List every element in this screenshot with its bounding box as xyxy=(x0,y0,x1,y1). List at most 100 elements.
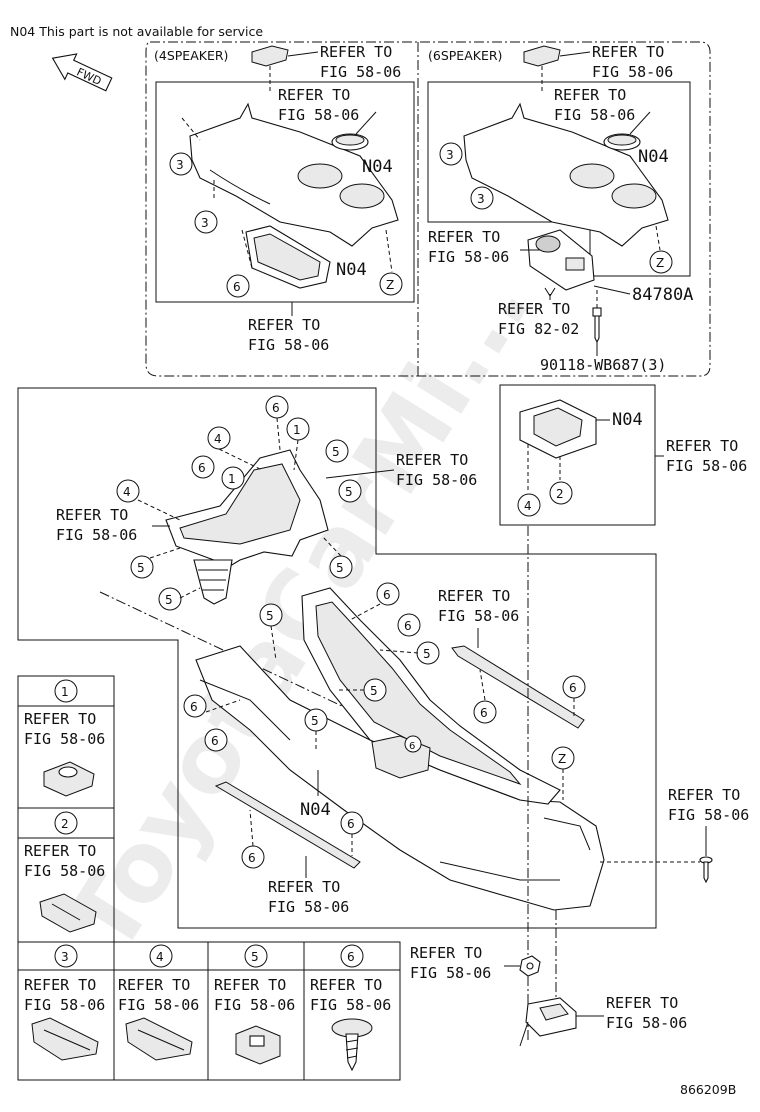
refer-fig: FIG 58-06 xyxy=(320,63,401,81)
refer-fig: FIG 58-06 xyxy=(396,471,477,489)
svg-text:2: 2 xyxy=(61,817,69,831)
refer-label: REFER TO xyxy=(606,994,678,1012)
svg-text:FIG 58-06: FIG 58-06 xyxy=(214,996,295,1014)
svg-text:FWD: FWD xyxy=(75,65,104,88)
callout-6 xyxy=(397,613,421,637)
callout-3-num: 3 xyxy=(201,216,209,230)
callout-4-num: 4 xyxy=(123,485,131,499)
callout-6-num: 6 xyxy=(198,461,206,475)
callout-z-letter: Z xyxy=(656,256,664,270)
callout-3 xyxy=(470,186,494,210)
n04-label: N04 xyxy=(612,410,643,430)
legend-table xyxy=(17,675,401,1081)
svg-text:3: 3 xyxy=(61,950,69,964)
n04-label: N04 xyxy=(336,260,367,280)
nut-icon xyxy=(519,955,541,977)
refer-fig: FIG 58-06 xyxy=(410,964,491,982)
refer-label: REFER TO xyxy=(428,228,500,246)
callout-6 xyxy=(183,694,207,718)
n04-label: N04 xyxy=(300,800,331,820)
callout-3 xyxy=(439,142,463,166)
refer-label: REFER TO xyxy=(278,86,350,104)
clip-part xyxy=(251,45,289,67)
callout-5-num: 5 xyxy=(137,561,145,575)
fwd-arrow-icon: FWD xyxy=(51,53,113,92)
svg-text:4: 4 xyxy=(156,950,164,964)
callout-6-num: 6 xyxy=(233,280,241,294)
legend-item-4: 4 REFER TO FIG 58-06 xyxy=(118,944,199,1061)
refer-label: REFER TO xyxy=(666,437,738,455)
shift-bracket-assembly xyxy=(165,449,329,605)
refer-fig: FIG 58-06 xyxy=(606,1014,687,1032)
n04-box xyxy=(499,384,656,526)
refer-label: REFER TO xyxy=(498,300,570,318)
callout-6-num: 6 xyxy=(409,741,415,752)
screw-icon xyxy=(592,307,602,344)
callout-5-num: 5 xyxy=(423,647,431,661)
svg-text:REFER TO: REFER TO xyxy=(24,976,96,994)
refer-label: REFER TO xyxy=(410,944,482,962)
refer-fig: FIG 58-06 xyxy=(56,526,137,544)
callout-z xyxy=(379,272,403,296)
svg-text:5: 5 xyxy=(251,950,259,964)
refer-label: REFER TO xyxy=(320,43,392,61)
refer-label: REFER TO xyxy=(248,316,320,334)
svg-text:1: 1 xyxy=(61,685,69,699)
callout-5-num: 5 xyxy=(345,485,353,499)
callout-6-num: 6 xyxy=(211,734,219,748)
callout-6-num: 6 xyxy=(190,700,198,714)
svg-text:FIG 58-06: FIG 58-06 xyxy=(24,730,105,748)
six-speaker-title: (6SPEAKER) xyxy=(428,48,502,63)
part-number-screw: 90118-WB687(3) xyxy=(540,356,666,374)
figure-id: 866209B xyxy=(680,1082,736,1097)
callout-4-num: 4 xyxy=(524,499,532,513)
n04-label: N04 xyxy=(362,157,393,177)
callout-5-num: 5 xyxy=(311,714,319,728)
svg-text:REFER TO: REFER TO xyxy=(24,842,96,860)
shift-bezel-part xyxy=(519,399,597,459)
refer-label: REFER TO xyxy=(396,451,468,469)
callout-6 xyxy=(226,274,250,298)
svg-text:6: 6 xyxy=(347,950,355,964)
callout-3-num: 3 xyxy=(477,192,485,206)
svg-text:REFER TO: REFER TO xyxy=(310,976,382,994)
refer-fig: FIG 58-06 xyxy=(666,457,747,475)
refer-fig-82: FIG 82-02 xyxy=(498,320,579,338)
callout-1 xyxy=(221,466,245,490)
refer-fig: FIG 58-06 xyxy=(438,607,519,625)
screw-icon xyxy=(699,856,713,884)
storage-tray-4spk xyxy=(245,225,331,289)
callout-3-num: 3 xyxy=(176,158,184,172)
callout-6 xyxy=(473,700,497,724)
callout-3 xyxy=(194,210,218,234)
console-panel-4spk xyxy=(189,102,399,247)
main-assembly-frame xyxy=(17,387,657,929)
svg-text:FIG 58-06: FIG 58-06 xyxy=(310,996,391,1014)
trim-strip xyxy=(214,781,361,869)
callout-6 xyxy=(376,582,400,606)
legend-item-6: 6 REFER TO FIG 58-06 xyxy=(310,944,391,1072)
n04-label: N04 xyxy=(638,147,669,167)
callout-6-num: 6 xyxy=(248,851,256,865)
callout-z xyxy=(649,250,673,274)
callout-6 xyxy=(404,735,422,753)
callout-3 xyxy=(169,152,193,176)
refer-fig: FIG 58-06 xyxy=(278,106,359,124)
callout-6 xyxy=(204,728,228,752)
callout-6-num: 6 xyxy=(383,588,391,602)
callout-2-num: 2 xyxy=(556,487,564,501)
refer-label: REFER TO xyxy=(592,43,664,61)
callout-6 xyxy=(191,455,215,479)
refer-fig: FIG 58-06 xyxy=(592,63,673,81)
callout-2 xyxy=(549,481,573,505)
four-speaker-box xyxy=(155,81,415,303)
refer-label: REFER TO xyxy=(268,878,340,896)
legend-item-2: 2 REFER TO FIG 58-06 xyxy=(24,811,105,933)
callout-6-num: 6 xyxy=(480,706,488,720)
svg-text:FIG 58-06: FIG 58-06 xyxy=(24,862,105,880)
console-panel-6spk xyxy=(463,102,669,247)
switch-assembly-84780A xyxy=(527,229,595,291)
refer-label: REFER TO xyxy=(438,587,510,605)
refer-fig: FIG 58-06 xyxy=(554,106,635,124)
